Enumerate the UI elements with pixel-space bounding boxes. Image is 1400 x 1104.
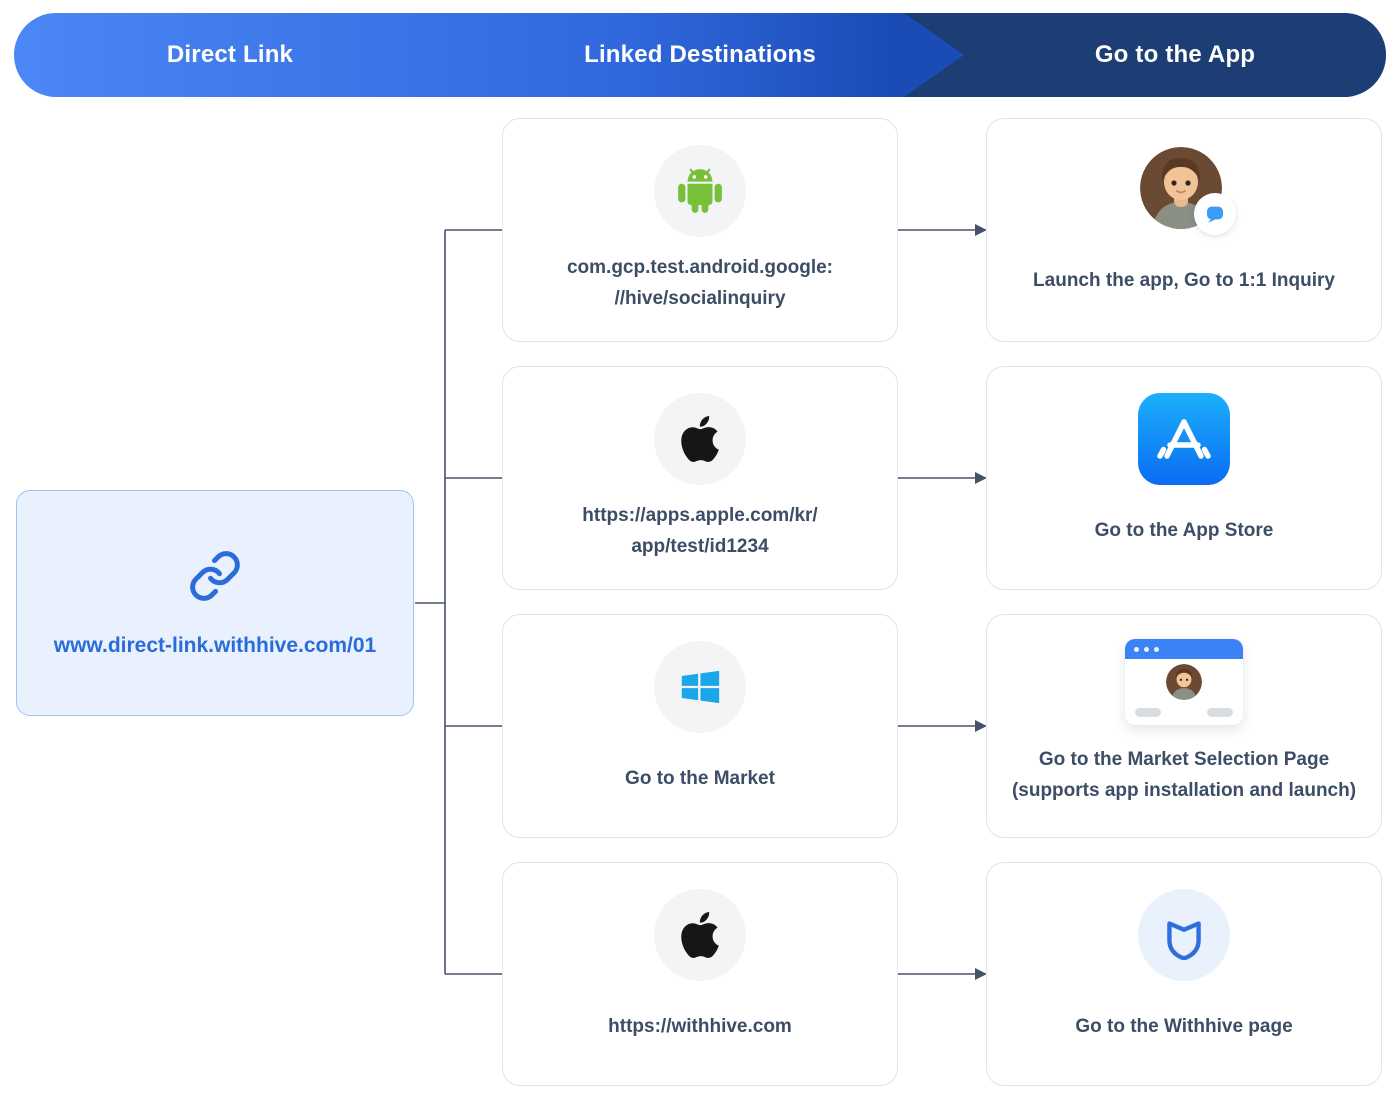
app-store-icon: [1138, 393, 1230, 485]
apple-icon: [654, 889, 746, 981]
header-col-go-to-the-app: Go to the App: [1094, 41, 1256, 68]
destination-card-android-scheme: com.gcp.test.android.google: //hive/soci…: [502, 118, 898, 342]
link-icon: [188, 549, 242, 608]
chat-bubble-icon: [1194, 193, 1236, 235]
character-avatar: [1140, 147, 1236, 235]
header-banner: Direct Link Linked Destinations Go to th…: [14, 13, 1386, 97]
destination-label-line: https://withhive.com: [608, 1016, 792, 1038]
header-col-direct-link: Direct Link: [166, 41, 294, 68]
apple-icon: [654, 393, 746, 485]
destination-card-withhive-url: https://withhive.com: [502, 862, 898, 1086]
header-banner-arrow-section: [904, 13, 1386, 97]
result-card-app-store: Go to the App Store: [986, 366, 1382, 590]
destination-card-market: Go to the Market: [502, 614, 898, 838]
result-label-line: (supports app installation and launch): [1011, 780, 1357, 801]
result-card-market-selection: Go to the Market Selection Page (support…: [986, 614, 1382, 838]
browser-market-illustration: [1125, 639, 1243, 725]
direct-link-card: www.direct-link.withhive.com/01: [16, 490, 414, 716]
windows-icon: [654, 641, 746, 733]
result-card-withhive-page: Go to the Withhive page: [986, 862, 1382, 1086]
destination-label-line: app/test/id1234: [631, 536, 769, 557]
result-label-line: Go to the Market Selection Page: [1038, 748, 1330, 770]
result-label-line: Go to the Withhive page: [1075, 1016, 1293, 1038]
result-label-line: Go to the App Store: [1094, 520, 1274, 542]
destination-label-line: Go to the Market: [625, 768, 775, 790]
destination-label-line: //hive/socialinquiry: [614, 288, 786, 309]
browser-placeholder-bar: [1135, 708, 1161, 717]
header-col-linked-destinations: Linked Destinations: [584, 41, 816, 68]
browser-placeholder-bar: [1207, 708, 1233, 717]
hive-shield-icon: [1138, 889, 1230, 981]
result-card-launch-app: Launch the app, Go to 1:1 Inquiry: [986, 118, 1382, 342]
destination-label-line: com.gcp.test.android.google:: [566, 256, 833, 278]
destination-label-line: https://apps.apple.com/kr/: [582, 504, 818, 526]
android-icon: [654, 145, 746, 237]
browser-title-bar: [1125, 639, 1243, 659]
direct-link-url: www.direct-link.withhive.com/01: [53, 633, 377, 657]
mini-character-avatar: [1166, 664, 1202, 700]
result-label-line: Launch the app, Go to 1:1 Inquiry: [1033, 270, 1335, 292]
destination-card-appstore-url: https://apps.apple.com/kr/ app/test/id12…: [502, 366, 898, 590]
